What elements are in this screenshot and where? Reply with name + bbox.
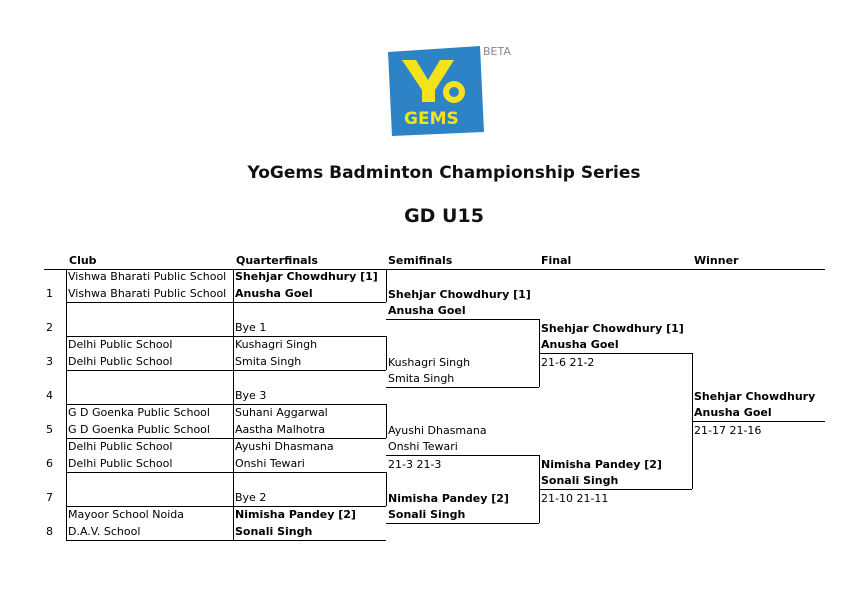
final-player: Shehjar Chowdhury [1] [541, 322, 684, 335]
qf-player: Smita Singh [235, 355, 302, 368]
sf-player: Sonali Singh [388, 508, 466, 521]
col-header-semifinals: Semifinals [388, 254, 453, 267]
club-name: D.A.V. School [68, 525, 141, 538]
sf-score: 21-3 21-3 [388, 458, 442, 471]
qf-player: Sonali Singh [235, 525, 313, 538]
club-name: Mayoor School Noida [68, 508, 184, 521]
club-name: Delhi Public School [68, 355, 173, 368]
seed-number: 5 [46, 423, 53, 436]
seed-number: 2 [46, 321, 53, 334]
final-player: Anusha Goel [541, 338, 619, 351]
seed-number: 6 [46, 457, 53, 470]
yogems-logo: GEMS BETA [388, 45, 511, 136]
sf-player: Kushagri Singh [388, 356, 471, 369]
seed-number: 1 [46, 287, 53, 300]
logo-wordmark: GEMS [404, 109, 459, 129]
qf-bye: Bye 3 [235, 389, 267, 402]
sf-player: Smita Singh [388, 372, 455, 385]
club-name: Delhi Public School [68, 338, 173, 351]
seed-number: 8 [46, 525, 53, 538]
qf-player: Ayushi Dhasmana [235, 440, 334, 453]
seed-number: 3 [46, 355, 53, 368]
sf-player: Onshi Tewari [388, 440, 458, 453]
qf-player: Onshi Tewari [235, 457, 305, 470]
final-player: Sonali Singh [541, 474, 619, 487]
winner-player: Shehjar Chowdhury [694, 390, 816, 403]
seed-number: 7 [46, 491, 53, 504]
page-title: YoGems Badminton Championship Series [247, 163, 641, 183]
club-name: Delhi Public School [68, 457, 173, 470]
qf-bye: Bye 1 [235, 321, 267, 334]
qf-player: Aastha Malhotra [235, 423, 326, 436]
final-score: 21-6 21-2 [541, 356, 595, 369]
qf-bye: Bye 2 [235, 491, 267, 504]
qf-player: Anusha Goel [235, 287, 313, 300]
qf-player: Nimisha Pandey [2] [235, 508, 356, 521]
col-header-final: Final [541, 254, 572, 267]
col-header-quarterfinals: Quarterfinals [236, 254, 318, 267]
sf-player: Anusha Goel [388, 304, 466, 317]
club-name: Vishwa Bharati Public School [68, 287, 227, 300]
draw-title: GD U15 [404, 205, 484, 227]
final-player: Nimisha Pandey [2] [541, 458, 662, 471]
club-name: G D Goenka Public School [68, 423, 210, 436]
col-header-winner: Winner [694, 254, 739, 267]
sf-player: Shehjar Chowdhury [1] [388, 288, 531, 301]
seed-number: 4 [46, 389, 53, 402]
sf-player: Nimisha Pandey [2] [388, 492, 509, 505]
qf-player: Kushagri Singh [235, 338, 318, 351]
winner-player: Anusha Goel [694, 406, 772, 419]
club-name: Vishwa Bharati Public School [68, 270, 227, 283]
winner-score: 21-17 21-16 [694, 424, 762, 437]
qf-player: Suhani Aggarwal [235, 406, 328, 419]
club-name: Delhi Public School [68, 440, 173, 453]
col-header-club: Club [69, 254, 97, 267]
final-score: 21-10 21-11 [541, 492, 609, 505]
sf-player: Ayushi Dhasmana [388, 424, 487, 437]
beta-badge: BETA [483, 45, 511, 58]
club-name: G D Goenka Public School [68, 406, 210, 419]
qf-player: Shehjar Chowdhury [1] [235, 270, 378, 283]
